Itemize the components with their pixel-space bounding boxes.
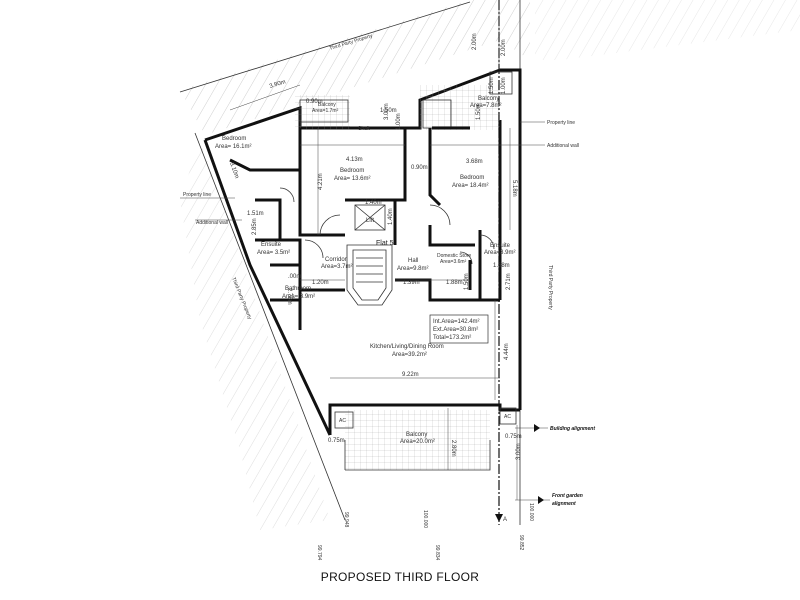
dim-top-300: 3.00m	[384, 103, 390, 120]
area-external: Ext.Area=30.8m²	[433, 327, 478, 333]
bedroom-right-area: Area= 18.4m²	[452, 183, 489, 189]
bedroom-center-name: Bedroom	[340, 168, 364, 174]
hall-name: Hall	[408, 258, 418, 264]
ac-right-label: AC	[504, 414, 511, 420]
area-total: Total=173.2m²	[433, 335, 471, 341]
property-line-right-label: Property line	[547, 120, 575, 126]
bathroom-area: Area= 3.9m²	[282, 294, 315, 300]
balcony-front-name: Balcony	[406, 432, 427, 438]
flat-label: Flat 5	[376, 240, 394, 247]
additional-wall-left-label: Additional wall	[196, 220, 228, 226]
level-1: 99.948	[343, 512, 349, 528]
dim-300b: 3.00m	[516, 443, 522, 460]
bedroom-left-name: Bedroom	[222, 136, 246, 142]
dim-151: 1.51m	[247, 211, 264, 217]
dim-090mid: 0.90m	[411, 165, 428, 171]
balcony-front-area: Area=20.0m²	[400, 439, 435, 445]
dim-278: 2.78m	[286, 288, 292, 305]
balcony-small-area: Area=1.7m²	[312, 108, 339, 114]
third-party-hatch	[180, 0, 800, 530]
bedroom-right-name: Bedroom	[460, 175, 484, 181]
domestic-store-area: Area=3.6m²	[440, 259, 467, 265]
dim-bal-150: 1.50m	[476, 103, 482, 120]
corridor-name: Corridor	[325, 257, 347, 263]
dim-922: 9.22m	[402, 372, 419, 378]
dim-2m: 2.00m	[472, 33, 478, 50]
ensuite-left-name: Ensuite	[261, 242, 282, 248]
ensuite-right-name: Ensuite	[490, 243, 511, 249]
level-2: 99.794	[316, 545, 322, 561]
section-marker: A	[495, 514, 507, 523]
dim-310: 3.10m	[228, 162, 239, 180]
dim-top-150a: 1.50m	[380, 108, 397, 114]
area-summary-box: Int.Area=142.4m² Ext.Area=30.8m² Total=1…	[429, 314, 489, 344]
dim-444: 4.44m	[504, 343, 510, 360]
ac-left-label: AC	[339, 418, 346, 424]
kitchen-name: Kitchen/Living/Dining Room	[370, 344, 444, 350]
dim-top-150b: 1.50m	[489, 77, 495, 94]
dim-188: 1.88m	[446, 280, 463, 286]
dim-271: 2.71m	[506, 273, 512, 290]
dim-168: 1.68m	[493, 263, 510, 269]
balcony-top-area: Area=7.8m²	[470, 103, 502, 109]
bedroom-left-area: Area= 16.1m²	[215, 144, 252, 150]
balcony-top-name: Balcony	[478, 96, 499, 102]
dim-280: 2.80m	[450, 440, 456, 457]
level-4: 99.834	[434, 545, 440, 561]
dimension-labels: 3.90m 2.00m 3.00m 1.00m 1.50m 1.50m 0.90…	[228, 33, 522, 460]
corridor-area: Area=3.7m²	[321, 264, 353, 270]
bedroom-center-area: Area= 13.6m²	[334, 176, 371, 182]
additional-wall-right-label: Additional wall	[547, 143, 579, 149]
building-alignment-label: Building alignment	[550, 426, 595, 432]
dimension-lines	[229, 0, 518, 500]
dim-075r: 0.75m	[505, 434, 522, 440]
dim-top-100: 1.00m	[501, 77, 507, 94]
area-internal: Int.Area=142.4m²	[433, 319, 480, 325]
dim-518: 5.18m	[511, 180, 517, 197]
annotation-leaders	[180, 121, 550, 504]
shaft-label: Shaft	[358, 126, 370, 132]
ensuite-left-area: Area= 3.5m²	[257, 250, 290, 256]
lift-label: Lift	[366, 218, 374, 224]
front-garden-label: Front garden	[552, 493, 583, 499]
dim-285: 2.85m	[252, 218, 258, 235]
level-3: 100.000	[422, 510, 428, 528]
dim-top-200: 2.00m	[501, 39, 507, 56]
dim-368: 3.68m	[466, 159, 483, 165]
small-balcony-area	[295, 95, 350, 130]
door-swings	[279, 187, 495, 265]
dim-140: 1.40m	[365, 200, 382, 206]
dim-top-390: 3.90m	[269, 79, 287, 90]
level-markers: 99.948 99.794 100.000 99.834 99.852 100.…	[316, 503, 534, 561]
dim-800: .00m	[288, 274, 301, 280]
ensuite-right-area: Area=3.9m²	[484, 250, 516, 256]
dim-140v: 1.40m	[388, 208, 394, 225]
level-6: 100.000	[528, 503, 534, 521]
section-a-label: A	[503, 517, 507, 523]
third-party-right-label: Third Party Property	[547, 265, 553, 310]
stair-core	[346, 204, 393, 306]
dim-bal-100: 1.00m	[396, 113, 402, 130]
front-balcony-area	[334, 403, 517, 471]
dim-139: 1.39m	[403, 280, 420, 286]
front-garden-label-2: alignment	[552, 501, 576, 507]
dim-075l: 0.75m	[328, 438, 345, 444]
kitchen-area: Area=39.2m²	[392, 352, 427, 358]
property-line-left-label: Property line	[183, 192, 211, 198]
dim-421: 4.21m	[318, 173, 324, 190]
domestic-store-name: Domestic Store	[437, 253, 471, 259]
dim-120: 1.20m	[312, 280, 329, 286]
plan-caption: PROPOSED THIRD FLOOR	[320, 570, 480, 584]
level-5: 99.852	[518, 535, 524, 551]
balcony-small-name: Balcony	[318, 102, 336, 108]
dim-150v: 1.50m	[464, 273, 470, 290]
dim-top-090: 0.90m	[306, 99, 323, 105]
dim-413: 4.13m	[346, 157, 363, 163]
bathroom-name: Bathroom	[285, 286, 311, 292]
top-balcony-area	[420, 71, 513, 130]
hall-area: Area=9.8m²	[397, 266, 429, 272]
